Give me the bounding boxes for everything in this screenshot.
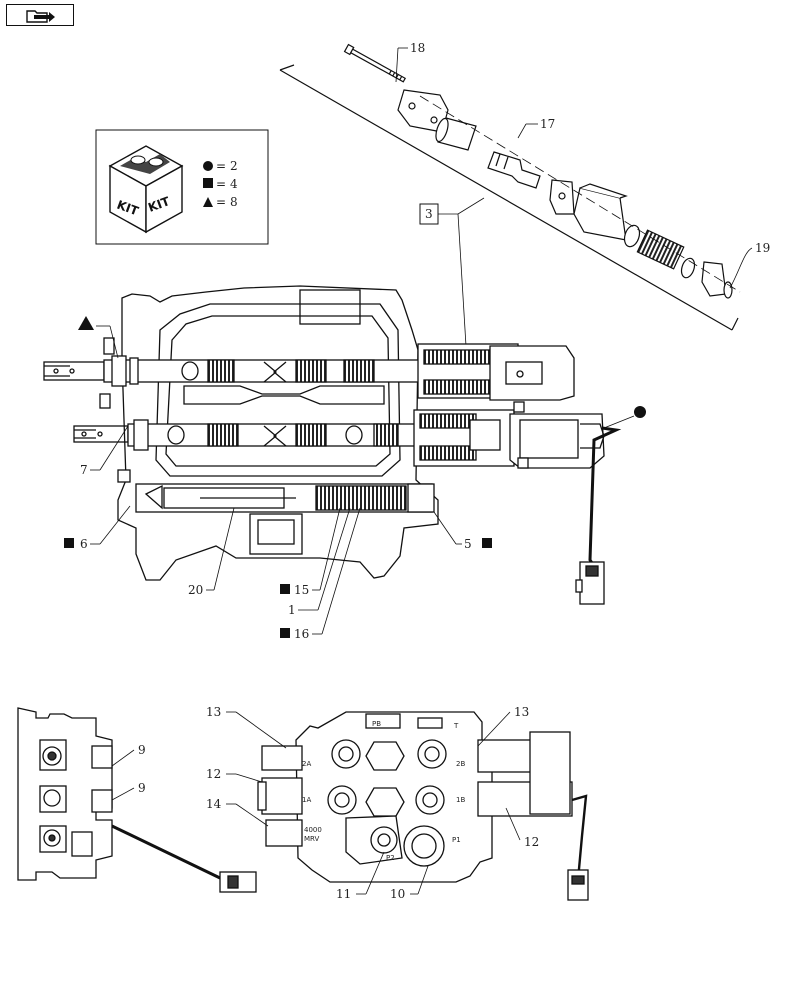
callout-11: 11: [336, 851, 385, 901]
square-symbol: [203, 178, 213, 188]
spring-cap-part: [573, 183, 628, 241]
exploded-spool-detail: [279, 43, 741, 331]
svg-text:11: 11: [336, 887, 351, 901]
callout-3: 3: [419, 197, 485, 347]
callout-13b: 13: [477, 705, 529, 747]
end-cap-part: [397, 89, 449, 133]
svg-text:12: 12: [206, 767, 221, 781]
valve-side-view: [17, 707, 257, 893]
svg-text:16: 16: [294, 627, 309, 641]
svg-text:6: 6: [80, 537, 88, 551]
valve-front-view: [257, 711, 589, 901]
svg-text:13: 13: [514, 705, 529, 719]
callout-15: 15: [280, 507, 341, 597]
callout-7: 7: [80, 425, 129, 477]
solenoid-cable: [575, 426, 622, 605]
callout-19: 19: [729, 241, 770, 289]
spool-handle-1: [43, 361, 105, 381]
sleeve-part: [435, 117, 477, 151]
svg-text:2A: 2A: [302, 760, 311, 768]
svg-text:20: 20: [188, 583, 203, 597]
svg-text:1: 1: [288, 603, 296, 617]
callout-6: 6: [64, 505, 131, 551]
svg-text:12: 12: [524, 835, 539, 849]
svg-text:=: =: [216, 195, 226, 209]
svg-text:14: 14: [206, 797, 222, 811]
upper-spool: [103, 355, 435, 387]
callout-18: 18: [395, 41, 425, 83]
svg-text:T: T: [453, 722, 459, 730]
lower-solenoid-cap: [413, 409, 605, 469]
svg-text:15: 15: [294, 583, 309, 597]
callout-12b: 12: [505, 807, 539, 849]
kit-box-icon: [108, 145, 184, 234]
callout-16: 16: [280, 507, 361, 641]
callout-5: 5: [433, 511, 492, 551]
upper-spring-cap: [417, 343, 575, 401]
washer-part: [623, 224, 641, 248]
svg-text:9: 9: [138, 781, 146, 795]
callout-triangle-8: [78, 316, 119, 359]
spool-handle-2: [73, 425, 129, 443]
callout-12a: 12: [206, 767, 263, 783]
callout-1: 1: [288, 507, 351, 617]
svg-text:2: 2: [230, 159, 238, 173]
callout-10: 10: [390, 865, 429, 901]
bolt-part: [343, 43, 407, 83]
lower-spool: [127, 419, 439, 451]
svg-text:5: 5: [464, 537, 472, 551]
svg-text:1B: 1B: [456, 796, 465, 804]
callout-9a: 9: [111, 743, 146, 767]
svg-text:7: 7: [80, 463, 88, 477]
callout-14: 14: [206, 797, 269, 827]
circle-symbol: [203, 161, 213, 171]
svg-text:10: 10: [390, 887, 405, 901]
svg-text:P1: P1: [452, 836, 461, 844]
svg-text:4: 4: [230, 177, 238, 191]
kit-legend: KIT KIT = 2 = 4 = 8: [95, 129, 269, 245]
callout-13a: 13: [206, 705, 287, 749]
svg-text:9: 9: [138, 743, 146, 757]
svg-text:P2: P2: [386, 854, 395, 862]
svg-text:=: =: [216, 159, 226, 173]
svg-text:8: 8: [230, 195, 238, 209]
end-plate-part: [701, 261, 727, 297]
adapter-part: [487, 151, 541, 189]
relief-valve: [135, 483, 435, 555]
callout-17: 17: [517, 117, 555, 139]
svg-text:=: =: [216, 177, 226, 191]
svg-text:19: 19: [755, 241, 770, 255]
folder-arrow-icon: [26, 10, 55, 23]
svg-text:13: 13: [206, 705, 221, 719]
svg-text:18: 18: [410, 41, 425, 55]
triangle-symbol: [203, 197, 213, 207]
callout-9b: 9: [111, 781, 146, 801]
spring-part: [636, 229, 685, 270]
callout-circle-2: [603, 406, 646, 429]
nav-button[interactable]: [6, 4, 74, 26]
svg-text:3: 3: [425, 207, 433, 221]
svg-text:17: 17: [540, 117, 555, 131]
svg-text:PB: PB: [372, 720, 381, 728]
callout-20: 20: [188, 507, 235, 597]
svg-text:2B: 2B: [456, 760, 465, 768]
valve-section-view: [43, 285, 622, 605]
svg-text:1A: 1A: [302, 796, 311, 804]
